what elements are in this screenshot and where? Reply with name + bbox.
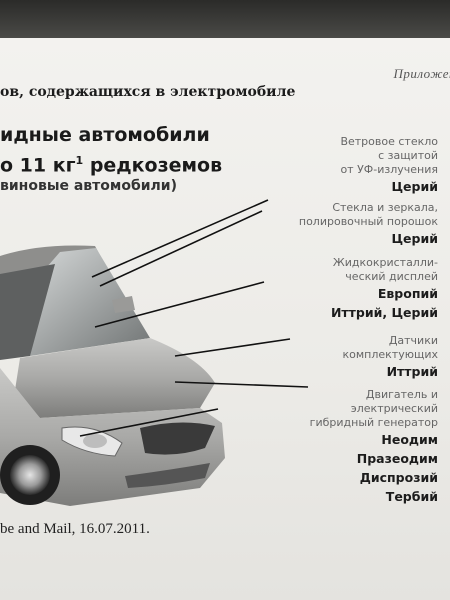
callout-windshield: Ветровое стекло с защитой от УФ-излучени… [340, 135, 438, 194]
title-line-2: о 11 кг1 редкоземов [0, 154, 223, 177]
element-cerium: Церий [391, 231, 438, 246]
figure-title: идные автомобили о 11 кг1 редкоземов [0, 122, 222, 178]
page-background-edge [0, 0, 450, 38]
element-cerium: Церий [391, 179, 438, 194]
running-head: Приложен [393, 66, 450, 81]
figure-subtitle: виновые автомобили) [0, 178, 177, 194]
element-neodymium: Неодим [381, 432, 438, 447]
figure-caption: ов, содержащихся в электромобиле [0, 84, 296, 100]
callout-sensors: Датчики комплектующих Иттрий [342, 334, 438, 379]
element-yttrium: Иттрий [386, 364, 438, 379]
element-terbium: Тербий [385, 489, 438, 504]
element-praseodymium: Празеодим [356, 451, 438, 466]
element-yttrium-cerium: Иттрий, Церий [330, 305, 438, 320]
callout-glass-mirrors: Стекла и зеркала, полировочный порошок Ц… [298, 201, 438, 246]
source-citation: be and Mail, 16.07.2011. [0, 521, 150, 537]
title-line-1: идные автомобили [0, 124, 210, 146]
callout-lcd-display: Жидкокристалли- ческий дисплей Европий И… [330, 256, 438, 320]
book-page: Приложен ов, содержащихся в электромобил… [0, 38, 450, 600]
element-europium: Европий [377, 286, 438, 301]
element-dysprosium: Диспрозий [359, 470, 438, 485]
car-illustration [0, 199, 309, 506]
callout-motor-generator: Двигатель и электрический гибридный гене… [309, 388, 438, 504]
